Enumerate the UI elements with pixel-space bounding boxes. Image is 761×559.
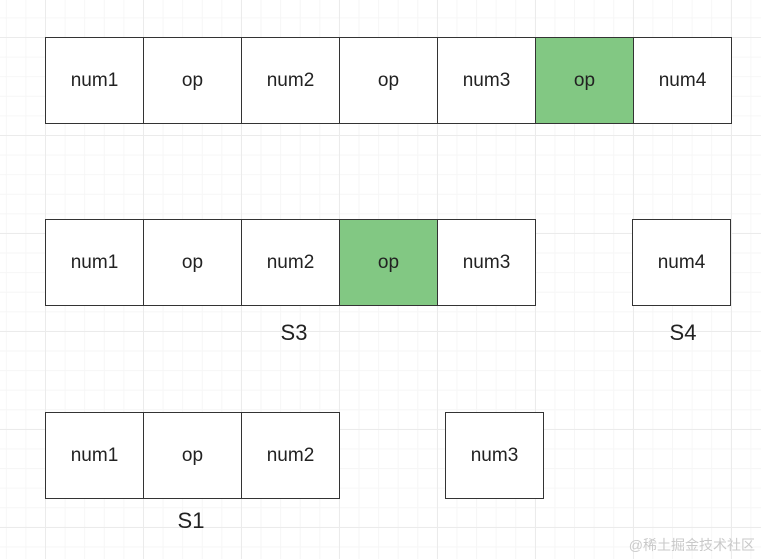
row2-cell-op: op [143, 219, 242, 306]
row3-single-num3: num3 [445, 412, 544, 499]
row2-caption-s3: S3 [280, 320, 308, 345]
row2-sequence: num1 op num2 op num3 [45, 219, 536, 306]
row1-sequence: num1 op num2 op num3 op num4 [45, 37, 732, 124]
row2-caption-s4: S4 [669, 320, 697, 345]
row2-cell-op-highlighted: op [339, 219, 438, 306]
row3-sequence: num1 op num2 [45, 412, 340, 499]
row1-cell-op: op [339, 37, 438, 124]
row1-cell-num2: num2 [241, 37, 340, 124]
row2-single-num4: num4 [632, 219, 731, 306]
watermark: @稀土掘金技术社区 [628, 537, 755, 553]
row1-cell-num4: num4 [633, 37, 732, 124]
row1-cell-num1: num1 [45, 37, 144, 124]
row3-cell-op: op [143, 412, 242, 499]
row1-cell-op-highlighted: op [535, 37, 634, 124]
row3-caption-s1: S1 [177, 508, 205, 533]
row2-cell-num2: num2 [241, 219, 340, 306]
row2-cell-num1: num1 [45, 219, 144, 306]
row3-cell-num1: num1 [45, 412, 144, 499]
row1-cell-num3: num3 [437, 37, 536, 124]
row3-cell-num2: num2 [241, 412, 340, 499]
row1-cell-op: op [143, 37, 242, 124]
row2-cell-num3: num3 [437, 219, 536, 306]
